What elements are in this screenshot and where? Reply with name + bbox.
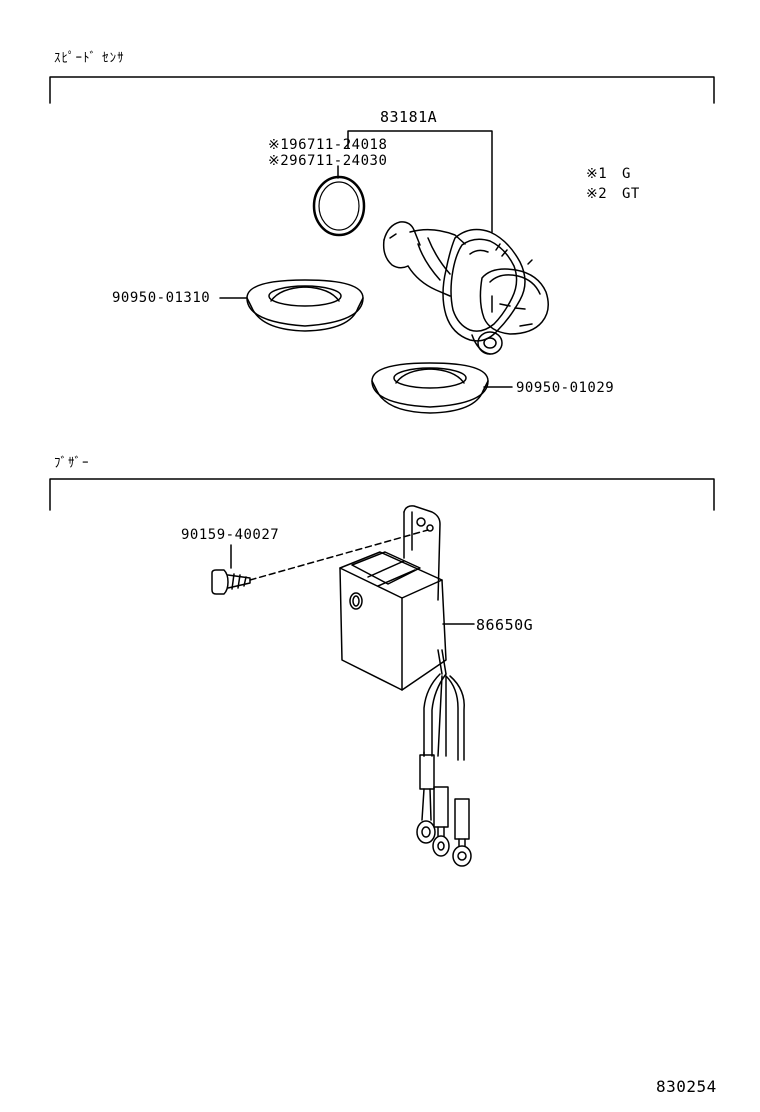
- legend-note-1-mark: ※1: [586, 166, 608, 182]
- part-number-sensor-assy[interactable]: 83181A: [380, 108, 438, 126]
- figure-number: 830254: [656, 1077, 717, 1096]
- legend-note-2-text: GT: [622, 186, 640, 202]
- o-ring-drawing: [312, 175, 366, 237]
- legend-note-1-text: G: [622, 166, 631, 182]
- sensor-assy-bracket: [347, 130, 493, 233]
- legend-note-2-mark: ※2: [586, 186, 608, 202]
- speed-sensor-drawing: [382, 221, 549, 355]
- buzzer-frame: [49, 478, 715, 511]
- part-number-buzzer-assy[interactable]: 86650G: [476, 616, 534, 634]
- speed-sensor-section-title: ｽﾋﾟｰﾄﾞ ｾﾝｻ: [54, 51, 125, 66]
- buzzer-section-title: ﾌﾞｻﾞｰ: [54, 456, 90, 471]
- part-number-grommet-left[interactable]: 90950-01310: [112, 290, 211, 306]
- part-number-o-ring-1[interactable]: ※196711-24018: [268, 137, 388, 153]
- buzzer-drawing: [339, 505, 475, 867]
- screw-drawing: [211, 529, 429, 595]
- part-number-screw[interactable]: 90159-40027: [181, 527, 280, 543]
- part-number-o-ring-2[interactable]: ※296711-24030: [268, 153, 388, 169]
- grommet-left-drawing: [219, 279, 364, 332]
- part-number-grommet-right[interactable]: 90950-01029: [516, 380, 615, 396]
- grommet-right-drawing: [371, 362, 513, 414]
- speed-sensor-frame: [49, 76, 715, 104]
